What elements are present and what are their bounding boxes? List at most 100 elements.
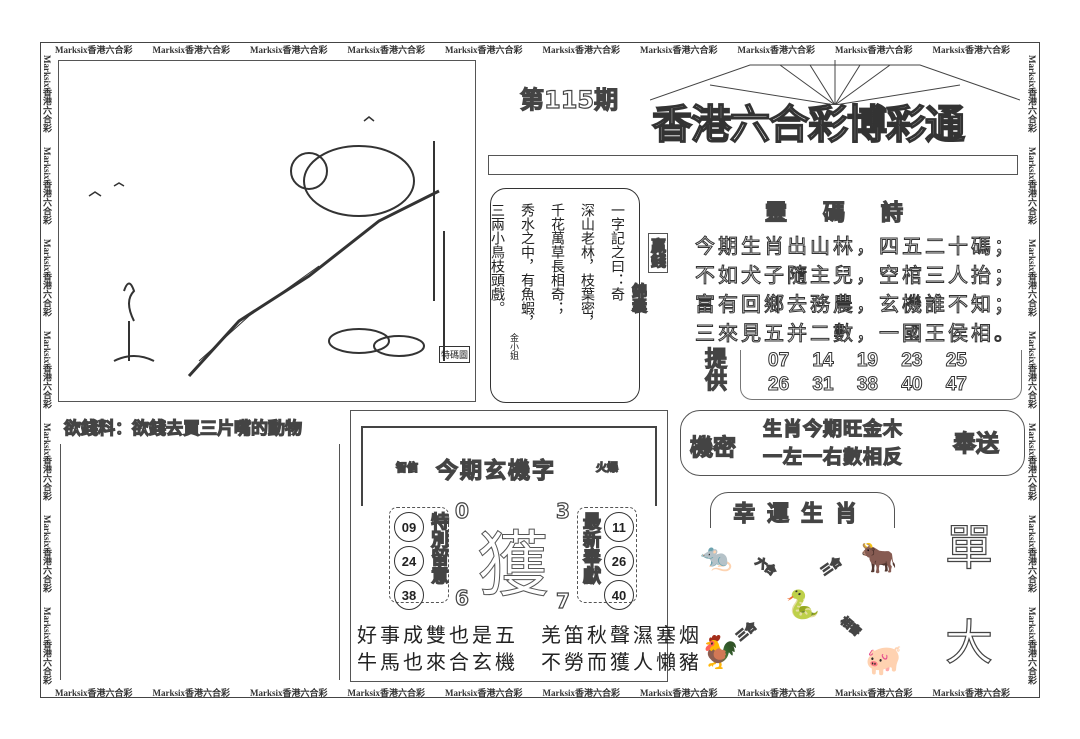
border-text: Marksix香港六合彩 bbox=[55, 688, 133, 698]
left-tag: 智信 bbox=[395, 460, 418, 474]
number-ball: 40 bbox=[604, 580, 634, 610]
border-text: Marksix香港六合彩 bbox=[737, 45, 816, 55]
border-text: Marksix香港六合彩 bbox=[1027, 55, 1037, 133]
border-text: Marksix香港六合彩 bbox=[445, 688, 523, 698]
poem-lines: 今期生肖出山林，四五二十碼； 不如犬子隨主兒，空棺三人抬； 富有回鄉去務農，玄機… bbox=[695, 232, 1017, 348]
secret-box bbox=[680, 410, 1025, 476]
corner-digit: 0 bbox=[454, 498, 469, 523]
center-panel: 智信 今期玄機字 火爆 09 24 38 特別留意 最新奉獻 11 26 40 … bbox=[350, 410, 699, 682]
main-title: 香港六合彩博彩通 bbox=[651, 101, 966, 149]
border-text: Marksix香港六合彩 bbox=[1027, 607, 1037, 685]
number: 14 bbox=[812, 350, 834, 372]
scroll-panel: 一字記之曰：奇 深山老林，枝葉密， 千花萬草長相奇； 秀水之中，有魚蝦， 三兩小… bbox=[482, 183, 677, 408]
border-text: Marksix香港六合彩 bbox=[640, 688, 718, 698]
number-ball: 38 bbox=[394, 580, 424, 610]
lucky-title-box bbox=[710, 492, 895, 528]
poem-line: 三來見五并二數，一國王侯相。 bbox=[695, 321, 1017, 346]
poem-title: 靈碼詩 bbox=[764, 200, 940, 226]
border-text: Marksix香港六合彩 bbox=[542, 45, 621, 55]
page-frame bbox=[40, 42, 1040, 698]
secret-line: 一左一右數相反 bbox=[762, 445, 904, 468]
relation-label: 相害 bbox=[837, 614, 864, 639]
border-text: Marksix香港六合彩 bbox=[42, 331, 52, 409]
corner-digit: 3 bbox=[555, 498, 570, 523]
relation-label: 六合 bbox=[752, 554, 779, 579]
number-ball: 24 bbox=[394, 546, 424, 576]
poem-line: 不如犬子隨主兒，空棺三人抬； bbox=[695, 263, 1017, 288]
secret-line: 生肖今期旺金木 bbox=[762, 417, 904, 440]
border-text: Marksix香港六合彩 bbox=[835, 45, 913, 55]
border-text: Marksix香港六合彩 bbox=[42, 239, 52, 317]
scroll-line: 千花萬草長相奇； bbox=[549, 203, 565, 315]
ornament-frame bbox=[361, 426, 657, 506]
number: 07 bbox=[767, 350, 790, 372]
right-label: 最新奉獻 bbox=[579, 511, 601, 584]
right-number-box: 最新奉獻 11 26 40 bbox=[577, 507, 637, 610]
verse-line: 好事成雙也是五 羌笛秋聲濕塞烟 bbox=[357, 623, 702, 647]
border-text: Marksix香港六合彩 bbox=[42, 423, 52, 501]
border-text: Marksix香港六合彩 bbox=[42, 515, 52, 593]
border-text: Marksix香港六合彩 bbox=[640, 45, 718, 55]
lucky-title: 幸運生肖 bbox=[732, 501, 870, 527]
poem-panel: 靈碼詩 今期生肖出山林，四五二十碼； 不如犬子隨主兒，空棺三人抬； 富有回鄉去務… bbox=[680, 190, 1025, 405]
number: 31 bbox=[812, 374, 834, 396]
provide-label: 提供 bbox=[700, 346, 727, 391]
numbers-box bbox=[740, 350, 1022, 400]
corner-digit: 7 bbox=[555, 588, 570, 613]
number-ball: 26 bbox=[604, 546, 634, 576]
left-label: 特別留意 bbox=[427, 511, 449, 584]
border-text: Marksix香港六合彩 bbox=[250, 688, 328, 698]
left-panel-box bbox=[60, 444, 340, 680]
poem-line: 富有回鄉去務農，玄機誰不知； bbox=[695, 292, 1017, 317]
border-text: Marksix香港六合彩 bbox=[1027, 147, 1037, 225]
side-label-pouch: 錦囊 bbox=[629, 282, 648, 313]
scroll-line: 一字記之曰：奇 bbox=[609, 203, 625, 301]
left-panel-title: 欲錢料：欲錢去買三片嘴的動物 bbox=[63, 418, 302, 439]
border-text: Marksix香港六合彩 bbox=[42, 55, 52, 133]
scroll-text: 一字記之曰：奇 深山老林，枝葉密， 千花萬草長相奇； 秀水之中，有魚蝦， 三兩小… bbox=[489, 203, 630, 329]
side-label-win: 贏錢 bbox=[648, 233, 668, 273]
border-text: Marksix香港六合彩 bbox=[347, 45, 426, 55]
verse-line: 牛馬也來合玄機 不勞而獲人懶豬 bbox=[357, 650, 702, 674]
border-text: Marksix香港六合彩 bbox=[42, 147, 52, 225]
number: 23 bbox=[901, 350, 923, 372]
left-panel: 欲錢料：欲錢去買三片嘴的動物 bbox=[58, 410, 343, 682]
secret-label: 機密 bbox=[689, 434, 736, 461]
number: 26 bbox=[767, 374, 790, 396]
poem-line: 今期生肖出山林，四五二十碼； bbox=[695, 234, 1017, 259]
big-character: 大 bbox=[944, 614, 994, 671]
right-panel: 機密 生肖今期旺金木 一左一右數相反 奉送 幸運生肖 🐀 🐂 🐍 🐓 🐖 六合 … bbox=[675, 408, 1025, 683]
snake-icon: 🐍 bbox=[785, 588, 820, 621]
border-text: Marksix香港六合彩 bbox=[1027, 331, 1037, 409]
number-ball: 09 bbox=[394, 512, 424, 542]
gift-label: 奉送 bbox=[952, 430, 999, 457]
rooster-icon: 🐓 bbox=[700, 633, 740, 671]
left-number-box: 09 24 38 特別留意 bbox=[389, 507, 450, 610]
scroll-line: 深山老林，枝葉密， bbox=[579, 203, 595, 329]
border-text: Marksix香港六合彩 bbox=[445, 45, 523, 55]
ox-icon: 🐂 bbox=[860, 541, 898, 576]
border-text: Marksix香港六合彩 bbox=[42, 607, 52, 685]
border-text: Marksix香港六合彩 bbox=[152, 45, 231, 55]
number: 40 bbox=[901, 374, 923, 396]
sunburst-decoration bbox=[650, 60, 1020, 105]
right-tag: 火爆 bbox=[595, 460, 618, 474]
number-ball: 11 bbox=[604, 512, 634, 542]
scroll-author: 金小姐 bbox=[508, 333, 518, 360]
border-text: Marksix香港六合彩 bbox=[932, 45, 1011, 55]
relation-label: 三合 bbox=[818, 554, 845, 579]
issue-number: 第115期 bbox=[519, 85, 619, 114]
border-text: Marksix香港六合彩 bbox=[1027, 515, 1037, 593]
header: 第115期 香港六合彩博彩通 bbox=[480, 60, 1020, 178]
numbers-row-2: 26 31 38 40 47 bbox=[767, 374, 967, 396]
illustration-panel: 特碼圖 bbox=[58, 60, 476, 402]
number: 38 bbox=[856, 374, 878, 396]
border-text: Marksix香港六合彩 bbox=[1027, 239, 1037, 317]
border-text: Marksix香港六合彩 bbox=[1027, 423, 1037, 501]
big-character: 獲 bbox=[476, 523, 550, 608]
odd-character: 單 bbox=[944, 519, 994, 576]
scroll-line: 三兩小鳥枝頭戲。 bbox=[489, 203, 505, 315]
border-text: Marksix香港六合彩 bbox=[932, 688, 1011, 698]
scroll-paper bbox=[490, 188, 640, 403]
border-text: Marksix香港六合彩 bbox=[835, 688, 913, 698]
